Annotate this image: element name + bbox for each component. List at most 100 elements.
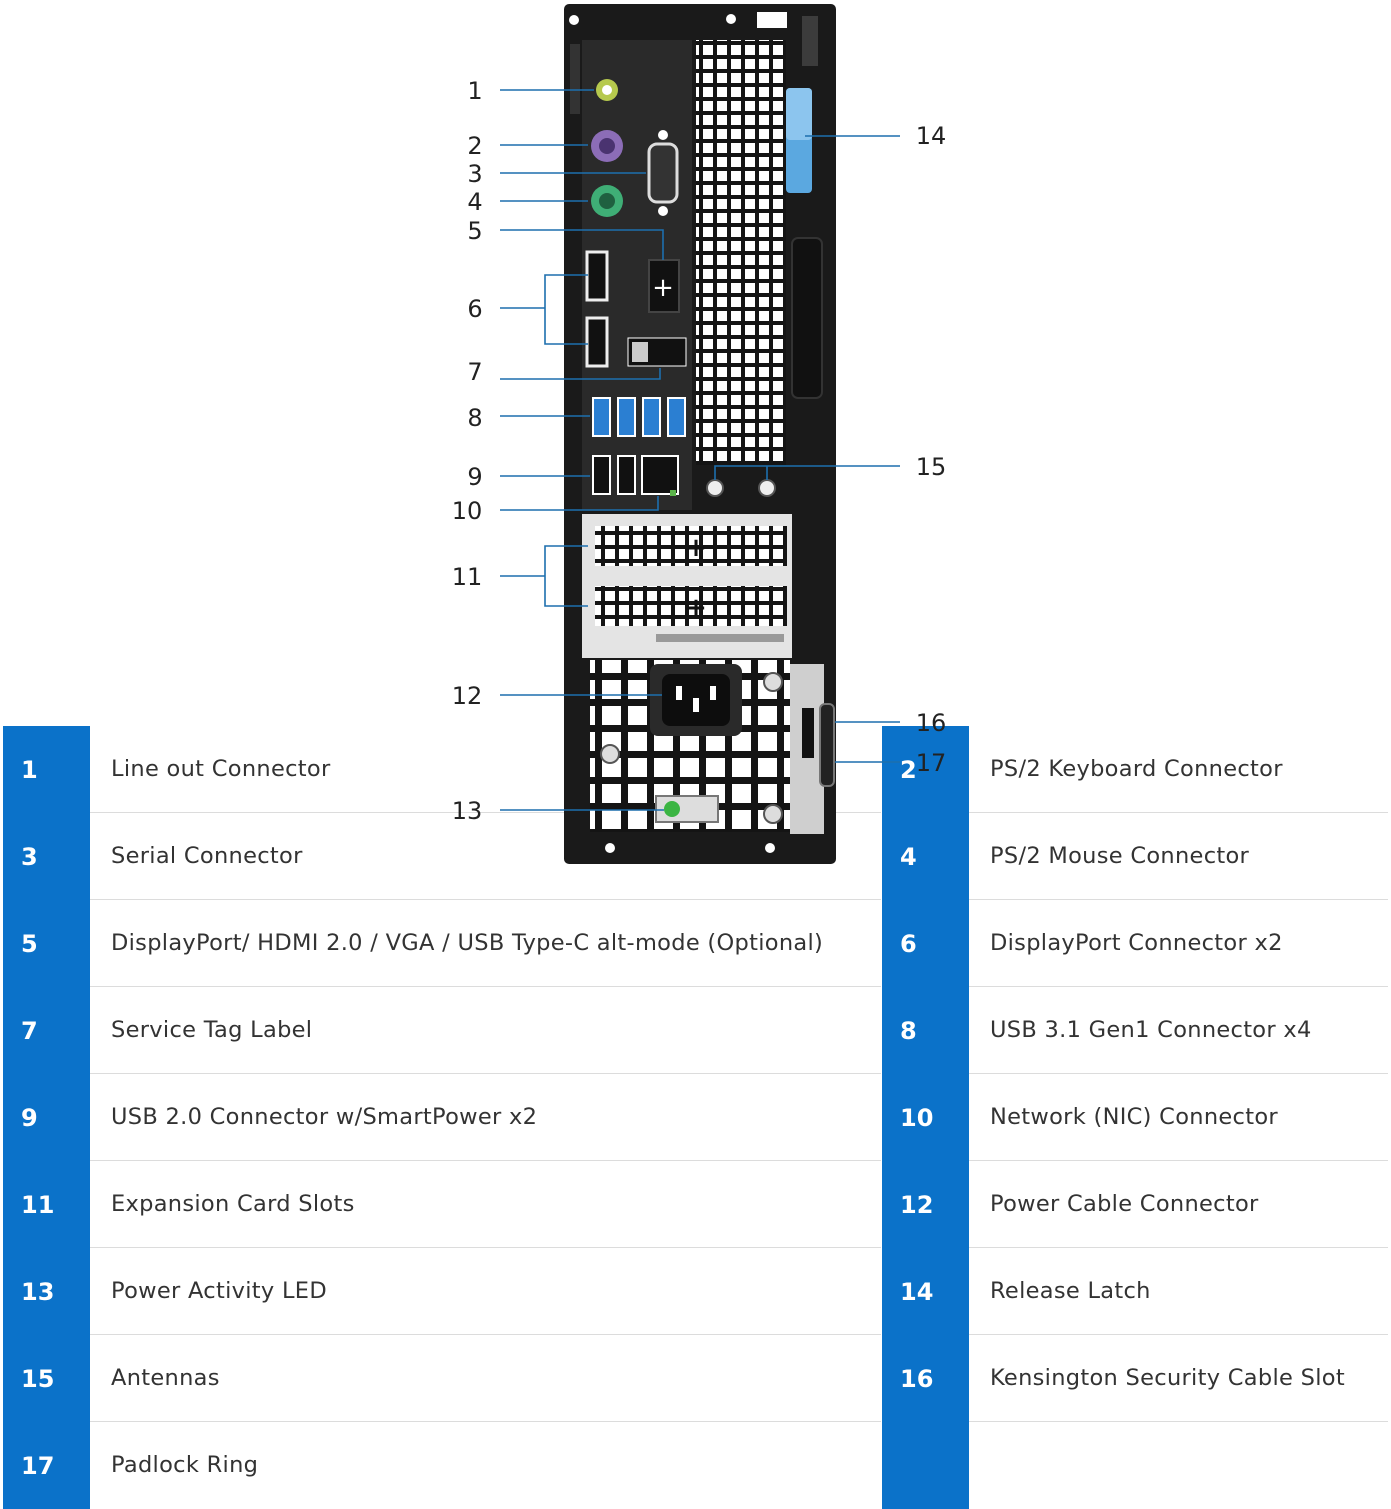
chassis-slot xyxy=(570,44,580,114)
callout-5: 5 xyxy=(467,217,482,245)
psu-screw xyxy=(600,744,620,764)
plus-icon: + xyxy=(652,273,674,303)
legend-number: 5 xyxy=(3,900,90,987)
computer-rear-panel-diagram: + + + xyxy=(452,4,947,864)
qr-code-icon xyxy=(632,342,648,362)
legend-number: 12 xyxy=(882,1161,969,1248)
legend-label: Padlock Ring xyxy=(111,1452,259,1478)
callout-15: 15 xyxy=(916,453,947,481)
callout-13: 13 xyxy=(452,797,483,825)
legend-number: 17 xyxy=(3,1422,90,1509)
callout-9: 9 xyxy=(467,463,482,491)
legend-number xyxy=(882,1422,969,1509)
callout-16: 16 xyxy=(916,709,947,737)
kensington-slot xyxy=(802,708,814,758)
usb2-port xyxy=(592,455,611,495)
legend-label: Release Latch xyxy=(990,1278,1151,1304)
chassis-slot xyxy=(791,237,823,399)
legend-number: 8 xyxy=(882,987,969,1074)
callout-3: 3 xyxy=(467,160,482,188)
plus-icon: + xyxy=(685,593,707,623)
callout-14: 14 xyxy=(916,122,947,150)
power-pin xyxy=(693,698,699,712)
legend-label: DisplayPort/ HDMI 2.0 / VGA / USB Type-C… xyxy=(111,930,824,956)
legend-row: 3 Serial Connector xyxy=(3,813,881,900)
expansion-card-slot xyxy=(595,586,787,626)
legend-number: 14 xyxy=(882,1248,969,1335)
legend-row: 14 Release Latch xyxy=(882,1248,1388,1335)
expansion-bracket-bar xyxy=(656,634,784,642)
legend-label: DisplayPort Connector x2 xyxy=(990,930,1283,956)
legend-number: 11 xyxy=(3,1161,90,1248)
legend-number: 13 xyxy=(3,1248,90,1335)
padlock-ring xyxy=(819,703,835,787)
legend-row: 2 PS/2 Keyboard Connector xyxy=(882,726,1388,813)
expansion-card-slot xyxy=(595,526,787,566)
antenna xyxy=(706,479,724,497)
legend-label: Service Tag Label xyxy=(111,1017,313,1043)
nic-led xyxy=(670,490,676,496)
callout-6: 6 xyxy=(467,295,482,323)
power-pin xyxy=(676,686,682,700)
legend-label: Kensington Security Cable Slot xyxy=(990,1365,1345,1391)
legend-label: PS/2 Mouse Connector xyxy=(990,843,1250,869)
chassis-foot-hole xyxy=(605,843,615,853)
legend-label: Power Cable Connector xyxy=(990,1191,1259,1217)
legend-number: 10 xyxy=(882,1074,969,1161)
legend-number: 16 xyxy=(882,1335,969,1422)
chassis-slot xyxy=(802,16,818,66)
legend-row: 10 Network (NIC) Connector xyxy=(882,1074,1388,1161)
legend-row: 16 Kensington Security Cable Slot xyxy=(882,1335,1388,1422)
legend-row xyxy=(882,1422,1388,1509)
screw-hole xyxy=(569,15,579,25)
legend-row: 12 Power Cable Connector xyxy=(882,1161,1388,1248)
legend-label: Serial Connector xyxy=(111,843,303,869)
legend-number: 3 xyxy=(3,813,90,900)
legend-number: 7 xyxy=(3,987,90,1074)
legend-number: 4 xyxy=(882,813,969,900)
callout-4: 4 xyxy=(467,188,482,216)
legend-number: 15 xyxy=(3,1335,90,1422)
chassis-foot-hole xyxy=(765,843,775,853)
displayport-connector xyxy=(585,250,609,302)
power-activity-led xyxy=(664,801,680,817)
chassis-slot xyxy=(757,12,787,28)
plus-icon: + xyxy=(685,533,707,563)
usb3-port xyxy=(592,397,611,437)
legend-row: 6 DisplayPort Connector x2 xyxy=(882,900,1388,987)
callout-17: 17 xyxy=(916,749,947,777)
callout-12: 12 xyxy=(452,682,483,710)
callout-8: 8 xyxy=(467,404,482,432)
legend-label: Network (NIC) Connector xyxy=(990,1104,1278,1130)
legend-row: 9 USB 2.0 Connector w/SmartPower x2 xyxy=(3,1074,881,1161)
callout-10: 10 xyxy=(452,497,483,525)
callout-7: 7 xyxy=(467,358,482,386)
legend-number: 6 xyxy=(882,900,969,987)
power-pin xyxy=(710,686,716,700)
callout-11: 11 xyxy=(452,563,483,591)
legend-row: 17 Padlock Ring xyxy=(3,1422,881,1509)
legend-row: 7 Service Tag Label xyxy=(3,987,881,1074)
legend-label: Line out Connector xyxy=(111,756,331,782)
ps2-keyboard-center xyxy=(599,138,615,154)
callout-lines xyxy=(500,89,900,811)
legend-label: Power Activity LED xyxy=(111,1278,327,1304)
usb3-port xyxy=(642,397,661,437)
serial-connector xyxy=(647,142,679,204)
usb3-port xyxy=(667,397,686,437)
displayport-connector xyxy=(585,316,609,368)
legend-label: Antennas xyxy=(111,1365,220,1391)
legend-number: 2 xyxy=(882,726,969,813)
legend-label: USB 2.0 Connector w/SmartPower x2 xyxy=(111,1104,538,1130)
legend-row: 4 PS/2 Mouse Connector xyxy=(882,813,1388,900)
legend-row: 15 Antennas xyxy=(3,1335,881,1422)
vent-grille xyxy=(696,40,786,465)
legend-label: PS/2 Keyboard Connector xyxy=(990,756,1283,782)
legend-row: 5 DisplayPort/ HDMI 2.0 / VGA / USB Type-… xyxy=(3,900,881,987)
legend-number: 9 xyxy=(3,1074,90,1161)
antenna xyxy=(758,479,776,497)
